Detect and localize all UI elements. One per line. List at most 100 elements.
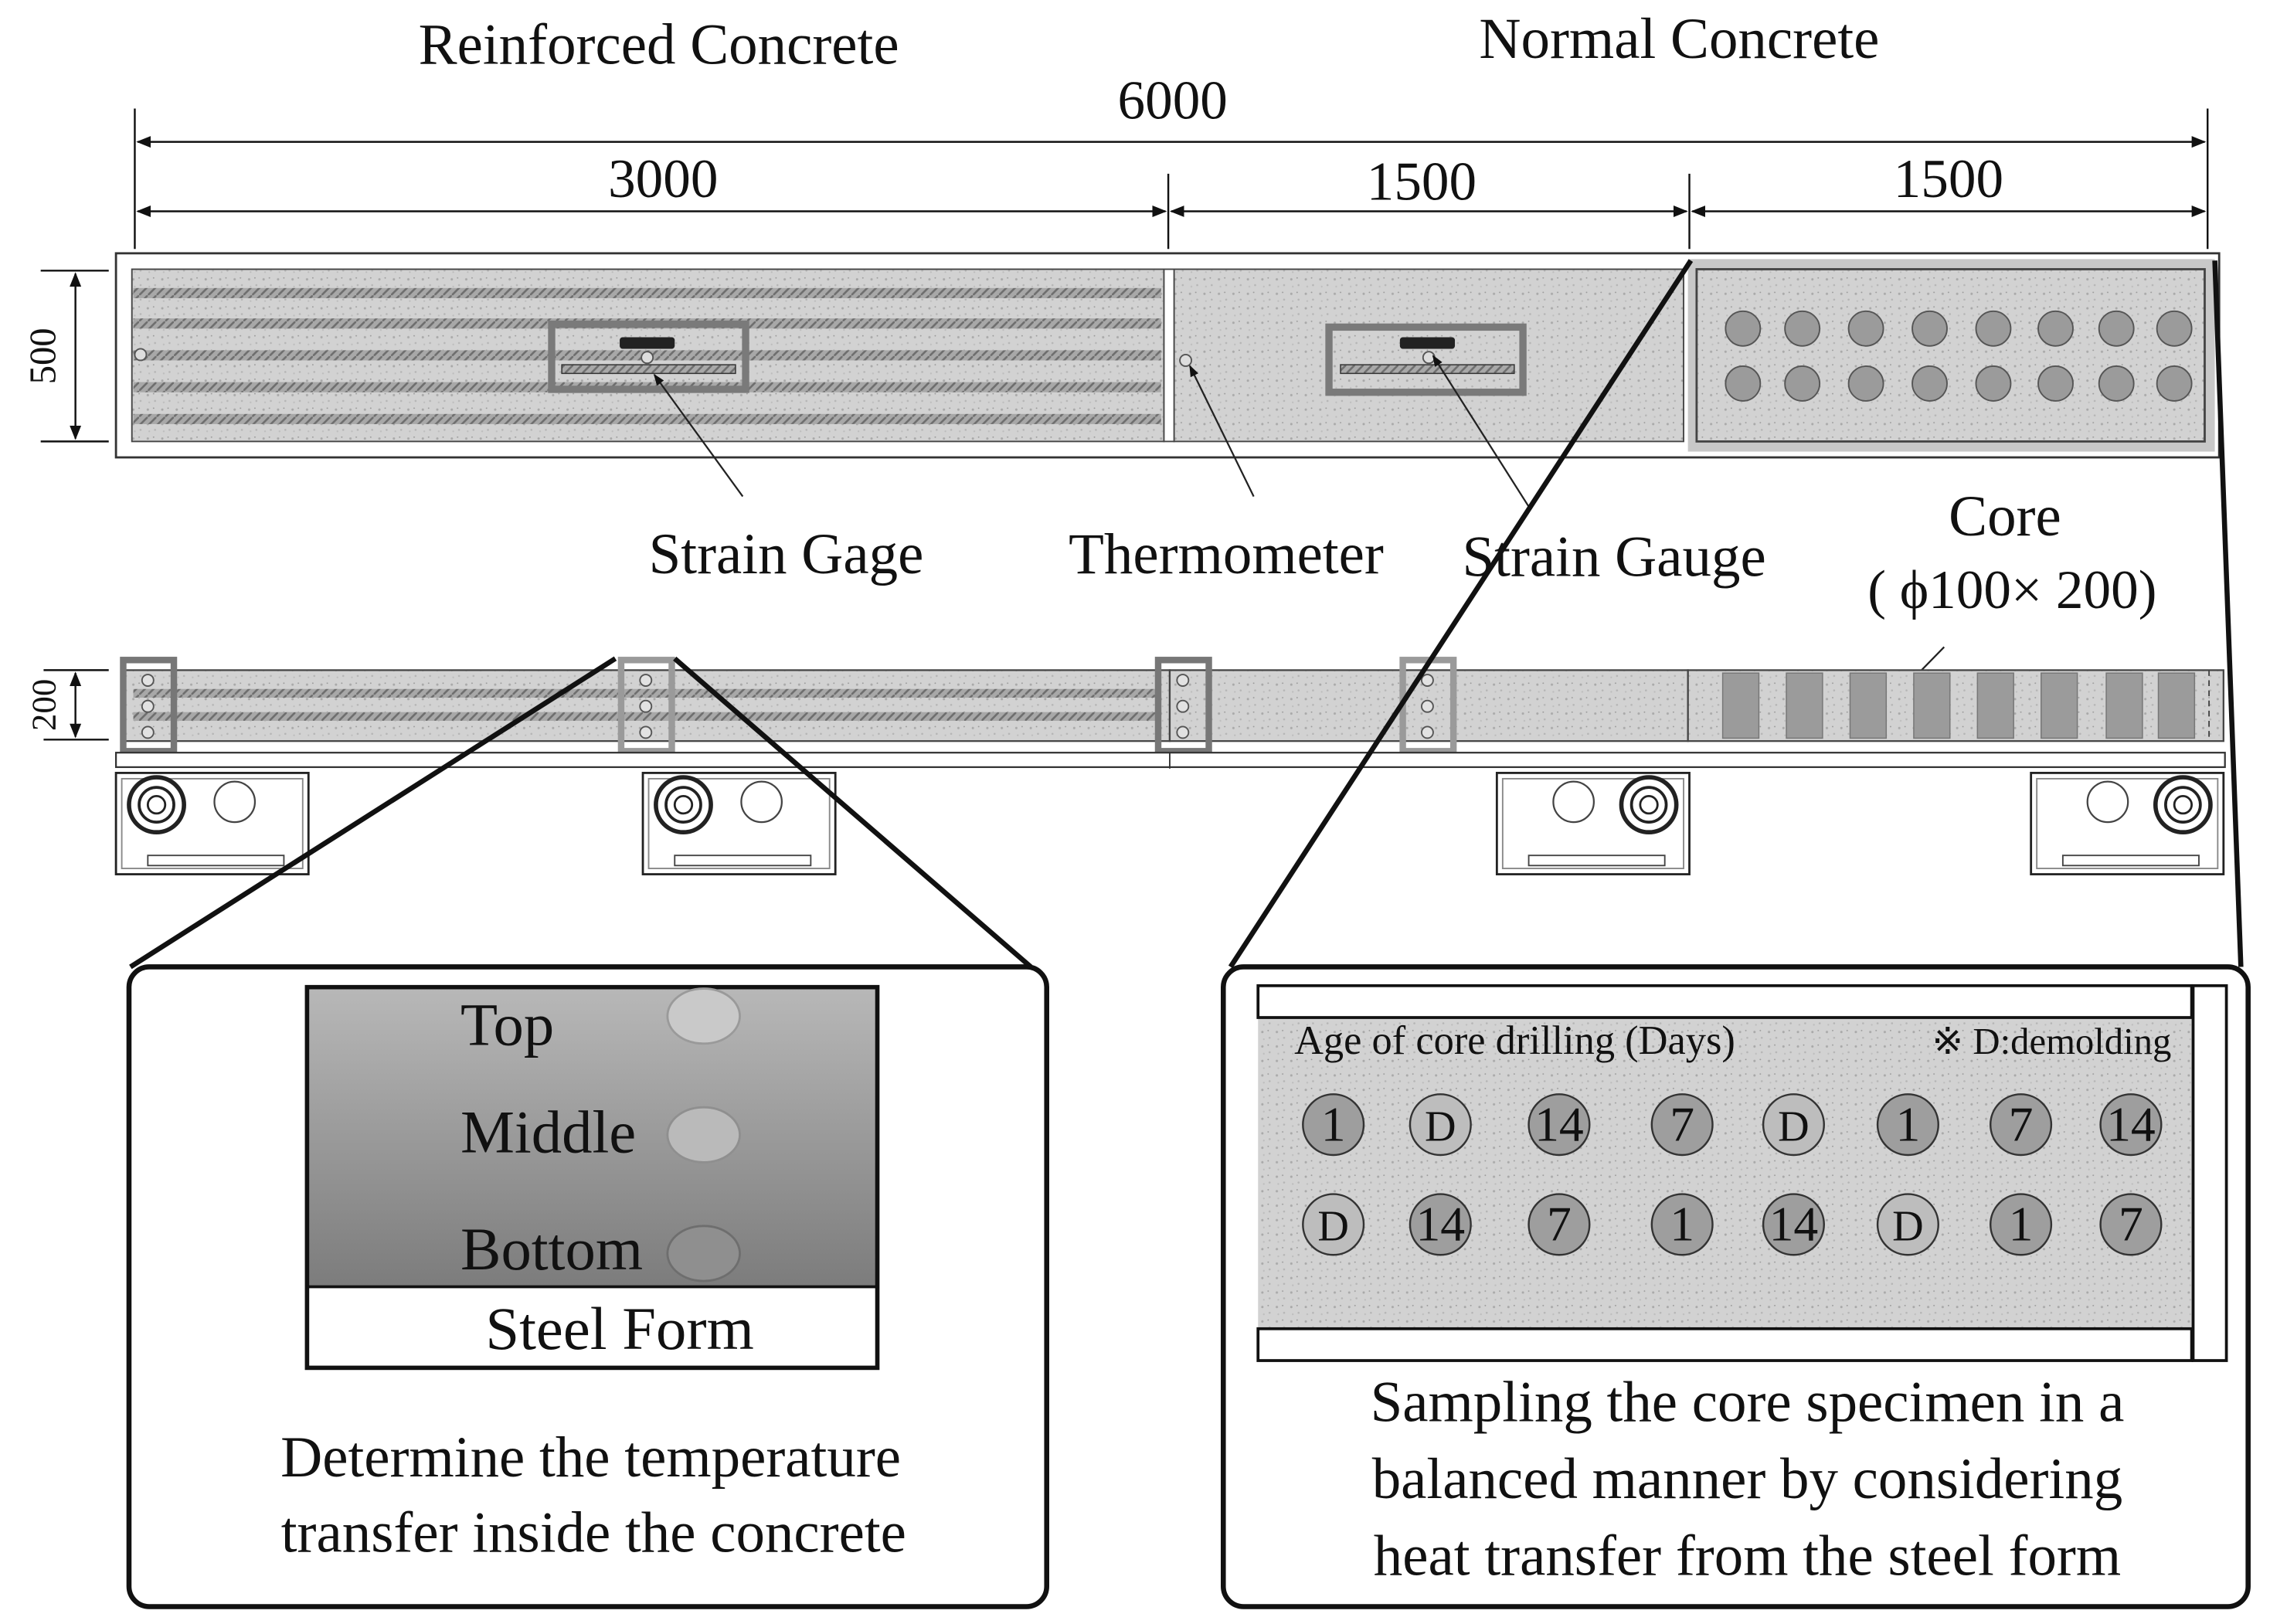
- plan-core: [1725, 310, 1762, 347]
- form-right: [2191, 984, 2228, 1362]
- svg-text:1: 1: [1670, 1197, 1694, 1252]
- sensor-top: [666, 987, 741, 1045]
- section-view: [114, 657, 2226, 875]
- label-normal-concrete: Normal Concrete: [1479, 7, 1879, 71]
- thermometer-marker: [1176, 674, 1190, 687]
- core-age-row2-1: D: [1302, 1193, 1365, 1256]
- core-age-header: Age of core drilling (Days): [1294, 1018, 1735, 1063]
- svg-text:1: 1: [1895, 1096, 1920, 1151]
- label-strain-gauge: Strain Gauge: [1462, 525, 1765, 589]
- svg-text:7: 7: [2009, 1096, 2034, 1151]
- label-core-size: ( ϕ100× 200): [1867, 560, 2156, 620]
- strain-gauge-bar: [1340, 364, 1515, 375]
- section-core: [2041, 672, 2078, 739]
- position-bottom: Bottom: [460, 1216, 643, 1283]
- dimension-nc2: 1500: [1894, 149, 2003, 209]
- thermometer-marker: [641, 351, 654, 365]
- label-core: Core: [1949, 484, 2061, 549]
- strain-gauge-sensor: [1399, 337, 1456, 349]
- thermometer-marker: [1176, 725, 1190, 739]
- position-middle: Middle: [460, 1099, 636, 1166]
- steel-form: [307, 1286, 878, 1368]
- section-core: [1849, 672, 1888, 739]
- strain-gage-bar: [561, 364, 736, 375]
- core-sampling-panel: Age of core drilling (Days) ※ D:demoldin…: [1221, 964, 2251, 1609]
- plan-divider: [1163, 268, 1175, 443]
- temperature-caption-line2: transfer inside the concrete: [281, 1500, 906, 1565]
- section-rebar: [133, 712, 1156, 721]
- core-age-row1-5: D: [1762, 1093, 1825, 1157]
- core-age-row2-2: 14: [1409, 1193, 1472, 1256]
- svg-text:14: 14: [2106, 1096, 2156, 1151]
- plan-core: [1847, 365, 1884, 402]
- plan-core: [1975, 310, 2012, 347]
- thermometer-marker: [1421, 674, 1434, 687]
- plan-core: [1725, 365, 1762, 402]
- plan-core: [1911, 365, 1948, 402]
- core-layout-slab: [1258, 1018, 2194, 1329]
- core-caption-line3: heat transfer from the steel form: [1374, 1524, 2121, 1588]
- concrete-section: [307, 987, 878, 1287]
- dimension-lines: [40, 108, 2209, 741]
- svg-text:D: D: [1317, 1203, 1349, 1251]
- leader-lines: [653, 355, 1945, 709]
- thermometer-marker: [141, 674, 155, 687]
- temperature-panel: Top Middle Bottom Steel Form Determine t…: [126, 964, 1049, 1609]
- thermometer-marker: [639, 674, 653, 687]
- supports: [114, 772, 2225, 875]
- thermometer-marker: [1179, 354, 1193, 367]
- plan-view: [114, 252, 2221, 459]
- form-bottom: [1256, 1327, 2194, 1362]
- plan-core: [1847, 310, 1884, 347]
- plan-core: [2037, 365, 2074, 402]
- dimension-total: 6000: [1118, 71, 1228, 131]
- svg-text:14: 14: [1534, 1096, 1584, 1151]
- plan-core: [2156, 365, 2193, 402]
- dimension-height-section: 200: [24, 679, 63, 731]
- label-reinforced-concrete: Reinforced Concrete: [419, 12, 899, 76]
- plan-core-slab: [1695, 268, 2206, 443]
- thermometer-box: [120, 657, 178, 755]
- section-core: [2157, 672, 2196, 739]
- strain-gage-box: [548, 320, 749, 393]
- thermometer-marker: [1421, 699, 1434, 713]
- thermometer-marker: [1421, 725, 1434, 739]
- plan-core: [2037, 310, 2074, 347]
- section-core: [1786, 672, 1823, 739]
- position-top: Top: [460, 992, 554, 1059]
- svg-text:7: 7: [1670, 1096, 1694, 1151]
- thermometer-box: [1154, 657, 1212, 755]
- thermometer-box: [617, 657, 675, 755]
- demolding-note: ※ D:demolding: [1932, 1021, 2171, 1062]
- thermometer-marker: [1176, 699, 1190, 713]
- strain-gage-rc: [548, 320, 749, 393]
- plan-core: [2098, 365, 2135, 402]
- svg-text:14: 14: [1769, 1197, 1819, 1252]
- core-age-row2-4: 1: [1650, 1193, 1714, 1256]
- rebar: [133, 287, 1161, 298]
- label-thermometer: Thermometer: [1069, 522, 1384, 586]
- core-age-row1-2: D: [1409, 1093, 1472, 1157]
- plan-core: [1784, 365, 1821, 402]
- core-age-row2-8: 7: [2099, 1193, 2163, 1256]
- plan-core: [1975, 365, 2012, 402]
- core-caption-line1: Sampling the core specimen in a: [1371, 1371, 2125, 1435]
- core-age-row1-7: 7: [1989, 1093, 2053, 1157]
- thermometer-marker: [639, 725, 653, 739]
- svg-text:D: D: [1425, 1102, 1456, 1150]
- core-age-row1-8: 14: [2099, 1093, 2163, 1157]
- core-age-row2-7: 1: [1989, 1193, 2053, 1256]
- dimension-nc1: 1500: [1367, 152, 1477, 212]
- strain-gauge-box: [1325, 323, 1527, 396]
- thermometer-marker: [141, 725, 155, 739]
- svg-text:7: 7: [2119, 1197, 2143, 1252]
- core-caption-line2: balanced manner by considering: [1372, 1447, 2123, 1511]
- dimension-rc: 3000: [608, 149, 718, 209]
- plan-core: [1911, 310, 1948, 347]
- section-core: [1721, 672, 1760, 739]
- section-rebar: [133, 688, 1156, 698]
- section-core: [1913, 672, 1951, 739]
- core-age-row1-4: 7: [1650, 1093, 1714, 1157]
